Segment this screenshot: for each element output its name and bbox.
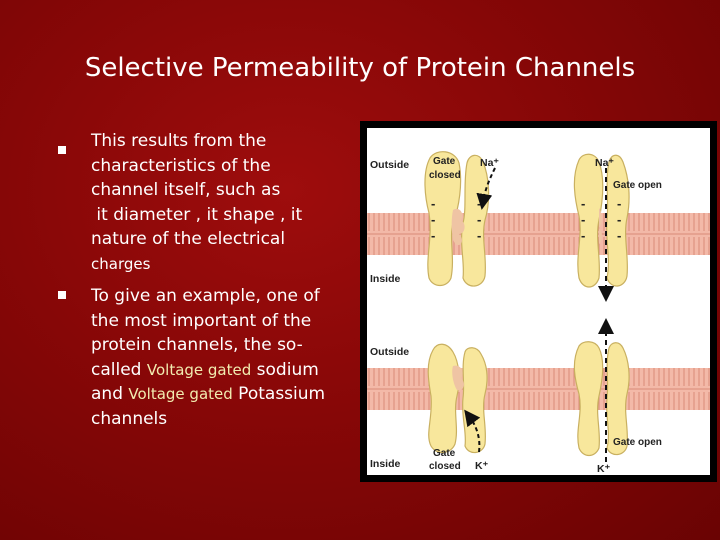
potassium-ion-label: K⁺ bbox=[475, 460, 489, 472]
membrane-top bbox=[367, 213, 710, 255]
open-potassium-channel bbox=[573, 341, 630, 457]
inside-label: Inside bbox=[370, 458, 401, 470]
open-sodium-channel: - - - - - - bbox=[573, 153, 630, 288]
channel-diagram-svg: - - - - - - - - - - - - Outsi bbox=[367, 151, 710, 475]
bullet-2-text-part: called bbox=[91, 359, 147, 380]
sodium-ion-label: Na⁺ bbox=[480, 157, 499, 169]
bullet-1-line: charges bbox=[91, 254, 151, 273]
bullet-2-line: protein channels, the so- bbox=[91, 335, 303, 355]
channel-diagram-frame: - - - - - - - - - - - - Outsi bbox=[360, 121, 717, 482]
bullet-2-line: the most important of the bbox=[91, 310, 312, 331]
svg-text:-: - bbox=[617, 212, 621, 227]
gate-open-label: Gate open bbox=[613, 180, 662, 191]
lipid-bilayer bbox=[368, 213, 710, 255]
bullet-2-text-part: Potassium bbox=[232, 384, 326, 404]
outside-label: Outside bbox=[370, 346, 409, 358]
highlight-term: Voltage gated bbox=[128, 385, 233, 403]
inside-label: Inside bbox=[370, 273, 401, 285]
svg-text:-: - bbox=[477, 228, 481, 243]
gate-closed-label: Gate bbox=[433, 156, 456, 167]
channel-diagram: - - - - - - - - - - - - Outsi bbox=[367, 128, 710, 475]
bullet-2-line: channels bbox=[91, 408, 168, 429]
bullet-2-text-part: sodium bbox=[251, 359, 319, 380]
bullet-1-line: nature of the electrical bbox=[91, 229, 286, 249]
ion-blocked-arrow bbox=[476, 167, 496, 210]
bullet-2-line: and Voltage gated Potassium bbox=[91, 382, 361, 407]
bullet-2-line: To give an example, one of bbox=[91, 286, 320, 306]
svg-text:-: - bbox=[617, 196, 621, 211]
bullet-1-line: channel itself, such as bbox=[91, 180, 281, 200]
bullet-marker bbox=[58, 146, 66, 154]
closed-sodium-channel: - - - - - - bbox=[424, 151, 490, 287]
bullet-2-text-part: and bbox=[91, 384, 129, 404]
bullet-2-text: To give an example, one of the most impo… bbox=[91, 284, 361, 431]
svg-text:-: - bbox=[477, 196, 481, 211]
svg-text:-: - bbox=[477, 212, 481, 227]
slide-title: Selective Permeability of Protein Channe… bbox=[84, 53, 636, 83]
ion-blocked-arrow bbox=[464, 409, 481, 453]
membrane-bottom bbox=[367, 368, 710, 410]
bullet-1-line: characteristics of the bbox=[91, 155, 271, 176]
bullet-2-line: called Voltage gated sodium bbox=[91, 358, 361, 383]
bullet-1-line: This results from the bbox=[91, 131, 267, 151]
sodium-ion-label: Na⁺ bbox=[595, 157, 614, 169]
gate-closed-label: Gate bbox=[433, 448, 456, 459]
highlight-term: Voltage gated bbox=[146, 360, 252, 379]
gate-open-label: Gate open bbox=[613, 437, 662, 448]
svg-text:-: - bbox=[617, 228, 621, 243]
potassium-ion-label: K⁺ bbox=[597, 463, 611, 475]
gate-closed-label: closed bbox=[429, 170, 461, 181]
svg-text:-: - bbox=[581, 196, 585, 211]
bullet-1-text: This results from the characteristics of… bbox=[91, 129, 361, 276]
gate-closed-label: closed bbox=[429, 461, 461, 472]
svg-text:-: - bbox=[581, 212, 585, 227]
svg-text:-: - bbox=[431, 228, 435, 243]
bullet-marker bbox=[58, 291, 66, 299]
svg-text:-: - bbox=[431, 212, 435, 227]
svg-text:-: - bbox=[431, 196, 435, 211]
bullet-1-line: it diameter , it shape , it bbox=[91, 204, 303, 225]
svg-text:-: - bbox=[581, 228, 585, 243]
outside-label: Outside bbox=[370, 159, 409, 171]
